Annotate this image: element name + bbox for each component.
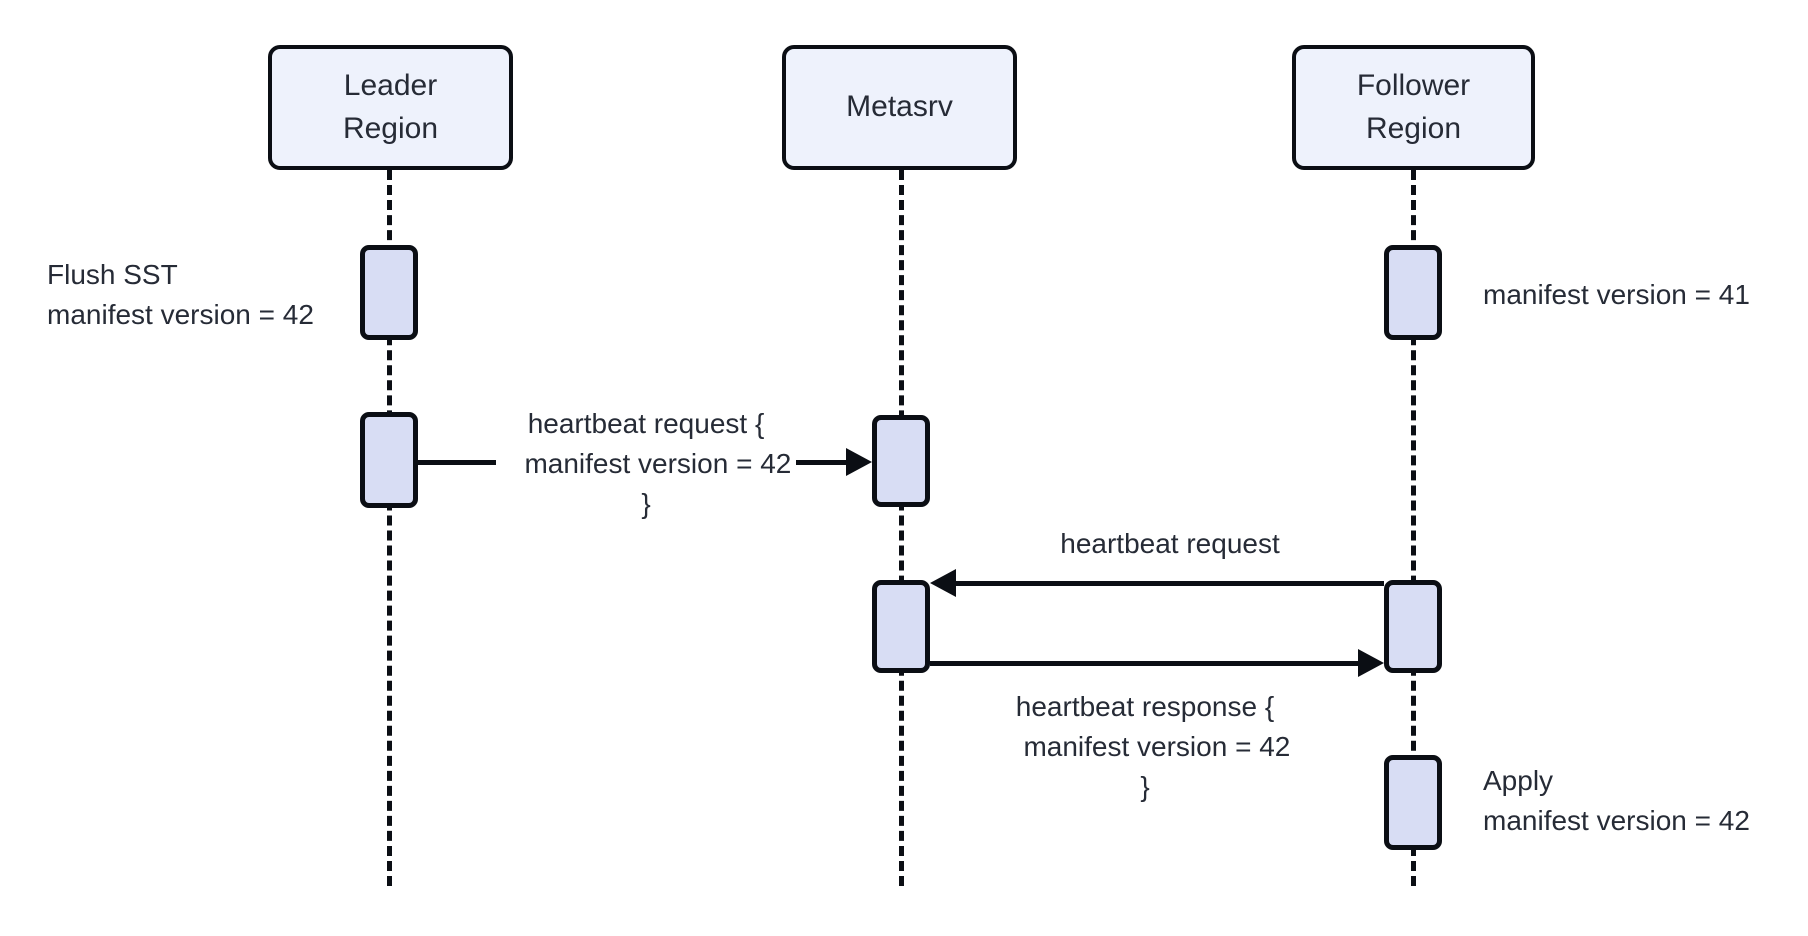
- participant-leader-region[interactable]: Leader Region: [268, 45, 513, 170]
- activation-follower-initial: [1384, 245, 1442, 340]
- participant-metasrv[interactable]: Metasrv: [782, 45, 1017, 170]
- message-label-line1: heartbeat response {: [1015, 691, 1275, 722]
- lifeline-leader-region: [387, 170, 392, 886]
- activation-follower-apply: [1384, 755, 1442, 850]
- activation-follower-heartbeat: [1384, 580, 1442, 673]
- message-label-line3: }: [1140, 770, 1150, 802]
- arrow-head-metasrv-to-follower: [1358, 649, 1384, 677]
- message-line-leader-to-metasrv-right-stub: [796, 460, 848, 465]
- lifeline-follower-region: [1411, 170, 1416, 886]
- note-flush-sst: Flush SST manifest version = 42: [47, 255, 347, 335]
- message-line-follower-to-metasrv: [956, 581, 1384, 586]
- message-line-metasrv-to-follower: [930, 661, 1358, 666]
- participant-leader-region-label-line1: Leader: [343, 68, 438, 102]
- arrow-head-leader-to-metasrv: [846, 448, 872, 476]
- message-label-line3: }: [641, 487, 651, 519]
- message-label-line1: heartbeat request {: [527, 408, 765, 439]
- activation-leader-heartbeat: [360, 412, 418, 508]
- activation-metasrv-receive-leader: [872, 415, 930, 507]
- note-flush-sst-line2: manifest version = 42: [47, 298, 314, 330]
- message-label-follower-heartbeat-request: heartbeat request: [930, 524, 1410, 564]
- participant-follower-region[interactable]: Follower Region: [1292, 45, 1535, 170]
- message-label-line2: manifest version = 42: [524, 447, 792, 479]
- message-label-line1: heartbeat request: [1060, 528, 1280, 559]
- participant-leader-region-label-line2: Region: [342, 111, 439, 145]
- note-follower-current-version-line1: manifest version = 41: [1483, 279, 1750, 310]
- participant-follower-region-label-line2: Region: [1365, 111, 1462, 145]
- arrow-head-follower-to-metasrv: [930, 569, 956, 597]
- activation-leader-flush: [360, 245, 418, 340]
- message-label-metasrv-heartbeat-response: heartbeat response { manifest version = …: [930, 687, 1360, 806]
- message-line-leader-to-metasrv-left-stub: [418, 460, 496, 465]
- message-label-leader-heartbeat-request: heartbeat request { manifest version = 4…: [496, 404, 796, 523]
- note-apply-manifest-line2: manifest version = 42: [1483, 804, 1750, 836]
- note-follower-current-version: manifest version = 41: [1483, 275, 1783, 315]
- activation-metasrv-handle-follower: [872, 580, 930, 673]
- note-apply-manifest-line1: Apply: [1483, 765, 1554, 796]
- note-apply-manifest: Apply manifest version = 42: [1483, 761, 1783, 841]
- participant-metasrv-label-line1: Metasrv: [846, 90, 953, 124]
- participant-follower-region-label-line1: Follower: [1356, 68, 1471, 102]
- message-label-line2: manifest version = 42: [1023, 730, 1291, 762]
- lifeline-metasrv: [899, 170, 904, 886]
- note-flush-sst-line1: Flush SST: [47, 259, 178, 290]
